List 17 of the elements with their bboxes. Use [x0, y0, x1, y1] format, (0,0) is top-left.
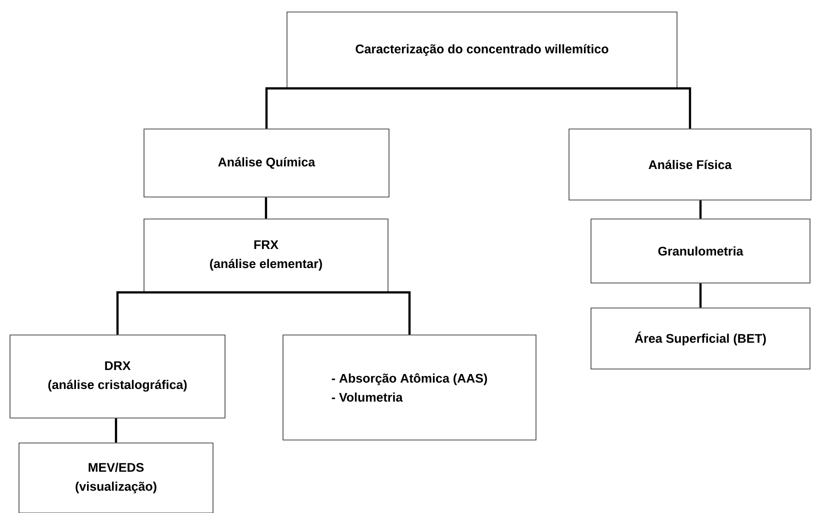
connector-line	[699, 200, 702, 219]
connector-line	[264, 197, 268, 219]
process-box: MEV/EDS (visualização)	[18, 442, 214, 513]
process-box: Granulometria	[590, 218, 810, 284]
process-box: Análise Física	[568, 128, 812, 200]
connector-line	[114, 418, 118, 443]
connector-line	[482, 87, 692, 129]
process-box: FRX (análise elementar)	[144, 218, 388, 292]
connector-line	[699, 283, 702, 308]
connector-line	[116, 291, 266, 335]
process-box: Caracterização do concentrado willemítico	[286, 12, 678, 88]
process-box: DRX (análise cristalográfica)	[10, 334, 226, 418]
process-box: - Absorção Atômica (AAS) - Volumetria	[282, 334, 536, 440]
connector-line	[266, 291, 411, 335]
process-box: Área Superficial (BET)	[590, 308, 810, 370]
connector-line	[265, 87, 482, 129]
process-box: Análise Química	[144, 128, 390, 198]
